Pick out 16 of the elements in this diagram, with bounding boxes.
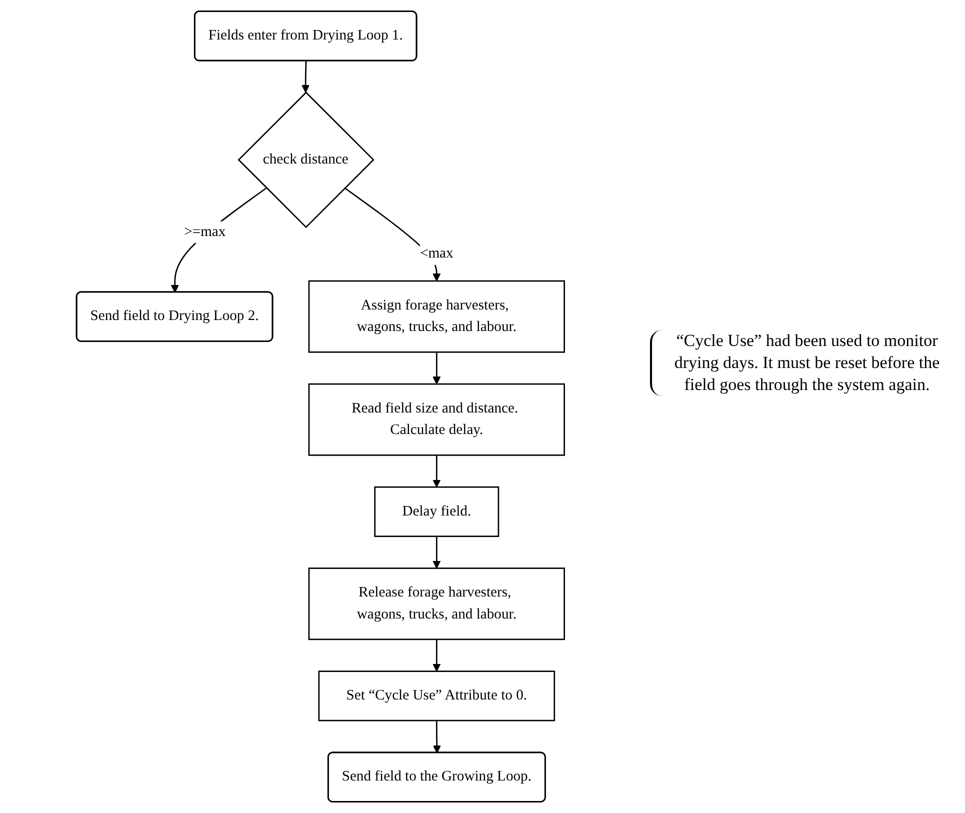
arrow bbox=[432, 639, 440, 672]
node-box: Read field size and distance. Calculate delay. bbox=[308, 383, 565, 456]
node-diamond: check distance bbox=[237, 92, 374, 228]
node-box: Assign forage harvesters, wagons, trucks, and labour. bbox=[308, 280, 565, 353]
arrow bbox=[432, 352, 440, 384]
arrow bbox=[432, 455, 440, 488]
node-box: Set “Cycle Use” Attribute to 0. bbox=[318, 670, 555, 722]
edge-label: <max bbox=[420, 246, 453, 262]
node-box: Release forage harvesters, wagons, trucks, and labour. bbox=[308, 568, 565, 640]
edge-label: >=max bbox=[184, 224, 226, 240]
note-text: “Cycle Use” had been used to monitor drying days. It must be reset before the field goes through the system again. bbox=[650, 330, 950, 396]
arrow bbox=[432, 536, 440, 569]
arrow bbox=[432, 720, 440, 754]
arrow bbox=[170, 187, 266, 293]
arrow bbox=[301, 60, 310, 93]
node-box: Delay field. bbox=[374, 486, 499, 538]
